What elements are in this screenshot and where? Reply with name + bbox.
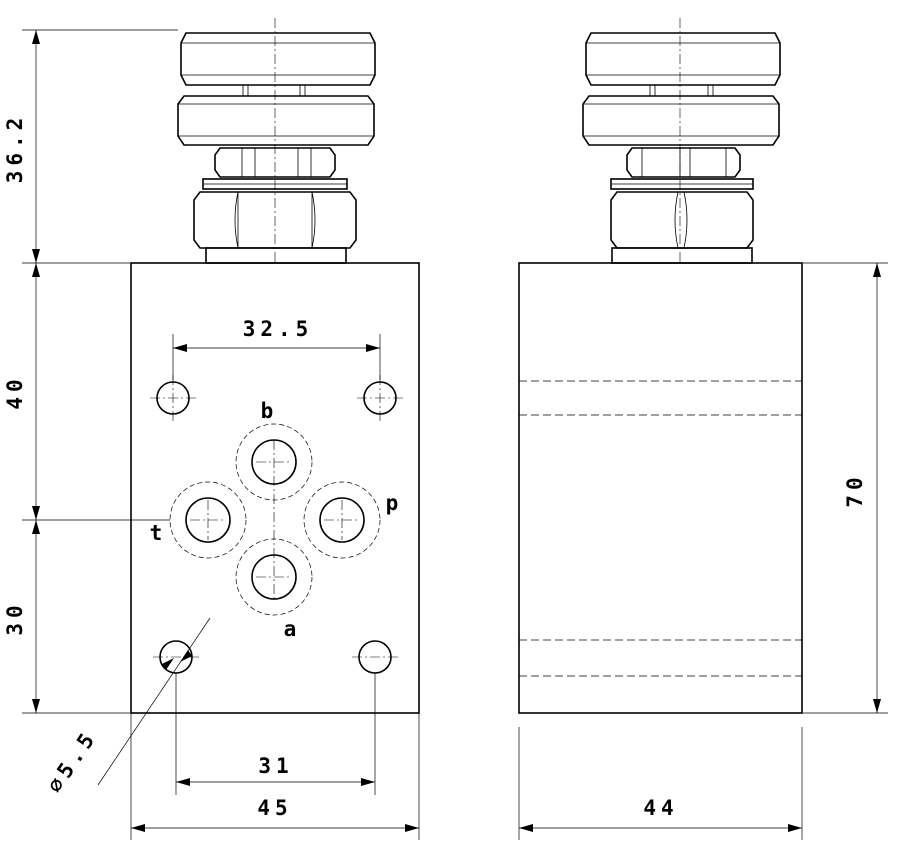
dim-diameter-leader: [97, 617, 211, 786]
front-knob-assembly: [177, 18, 376, 264]
port-label-a: a: [284, 617, 297, 641]
dim-32-5-lines: [172, 334, 381, 380]
dim-front-width: 45: [257, 796, 292, 820]
dim-side-height: 70: [843, 472, 867, 507]
dim-side-width: 44: [643, 796, 678, 820]
side-view: 70 44: [518, 18, 888, 840]
dim-lower-height: 30: [3, 600, 27, 635]
front-view: b t p a 36.2 40 30 32.5: [3, 18, 420, 840]
port-label-t: t: [150, 521, 163, 545]
dim-upper-height: 40: [3, 374, 27, 409]
dim-hole-spacing-bottom: 31: [258, 754, 293, 778]
side-knob-assembly: [582, 18, 781, 264]
port-label-p: p: [386, 491, 399, 515]
dim-44-lines: [518, 727, 803, 840]
dim-knob-height: 36.2: [3, 113, 27, 184]
port-p-hole: [319, 497, 365, 543]
front-ports: [169, 423, 381, 616]
dim-31-lines: [175, 673, 376, 795]
dim-45-lines: [130, 713, 420, 840]
dim-hole-diameter: ∅5.5: [43, 725, 102, 797]
left-dimension-lines: [22, 29, 178, 714]
port-label-b: b: [261, 399, 274, 423]
front-mounting-holes: [150, 375, 403, 674]
side-valve-body: [518, 262, 803, 714]
port-t-hole: [185, 497, 231, 543]
dim-hole-spacing-top: 32.5: [243, 317, 314, 341]
dim-70-lines: [803, 262, 888, 714]
